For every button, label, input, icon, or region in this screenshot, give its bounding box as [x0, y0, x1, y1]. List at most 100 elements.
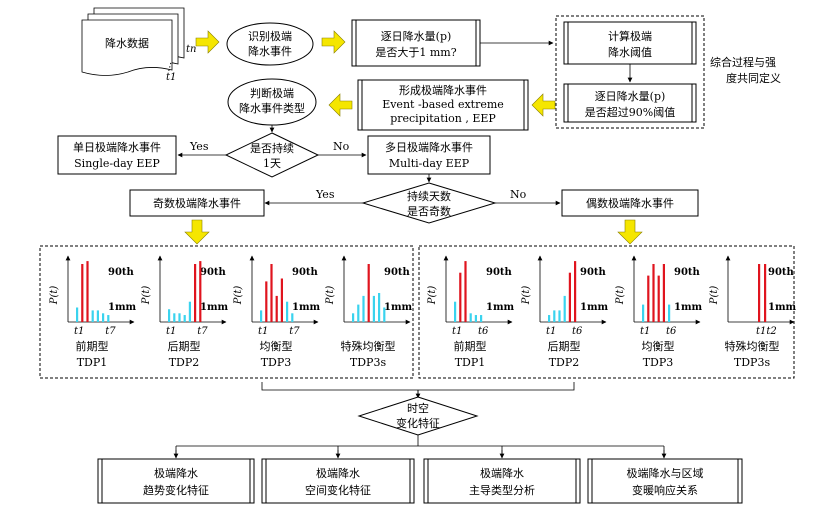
no-label-1: No	[333, 140, 350, 153]
odd-tdp-group	[39, 245, 414, 379]
odd-days-line2: 是否奇数	[407, 205, 451, 218]
panel-ylabel: P(t)	[427, 286, 438, 306]
tdp-bar-cyan	[286, 301, 289, 322]
panel-1mm-label: 1mm	[580, 302, 609, 313]
tdp-bar-cyan	[480, 315, 483, 322]
tdp-bar-cyan	[291, 313, 294, 322]
yes-label-1: Yes	[189, 140, 209, 153]
even-tdp-group	[418, 245, 795, 379]
daily-check-box: 逐日降水量(p) 是否大于1 mm?	[351, 19, 481, 67]
panel-type-cn: 特殊均衡型	[725, 339, 780, 353]
tdp-bar-red	[568, 272, 571, 322]
panel-type-cn: 后期型	[168, 339, 201, 353]
tdp-bar-cyan	[91, 310, 94, 322]
tdp-bar-red	[270, 264, 273, 322]
output-box-dominant: 极端降水 主导类型分析	[423, 458, 581, 504]
yellow-arrow-odd-down	[184, 219, 210, 245]
panel-type-cn: 均衡型	[260, 339, 293, 353]
panel-90th-label: 90th	[768, 267, 795, 278]
tdp-bar-cyan	[372, 295, 375, 322]
persistent-line2: 1天	[263, 157, 281, 170]
panel-1mm-label: 1mm	[486, 302, 515, 313]
panel-tick-end: t6	[478, 326, 489, 337]
panel-type-en: TDP1	[77, 356, 108, 369]
yellow-arrow-even-down	[617, 219, 643, 245]
tdp-bar-cyan	[548, 315, 551, 322]
tdp-bar-red	[265, 281, 268, 322]
tdp-bar-cyan	[96, 310, 99, 322]
panel-type-en: TDP3	[261, 356, 292, 369]
panel-1mm-label: 1mm	[108, 302, 137, 313]
panel-type-en: TDP3s	[734, 356, 771, 369]
compute-threshold-box: 计算极端 降水阈值	[563, 21, 697, 65]
panel-type-en: TDP3s	[350, 356, 387, 369]
panel-tick-start: t1	[258, 326, 268, 337]
tdp-bar-red	[662, 264, 665, 322]
single-day-box	[57, 135, 177, 175]
output-box-trend: 极端降水 趋势变化特征	[97, 458, 255, 504]
panel-tick-end: t7	[105, 326, 116, 337]
panel-tick-end: t7	[197, 326, 208, 337]
identify-events-ellipse	[226, 22, 314, 66]
panel-1mm-label: 1mm	[384, 302, 413, 313]
panel-90th-label: 90th	[384, 267, 411, 278]
compute-threshold-line2: 降水阈值	[608, 45, 652, 59]
odd-days-line1: 持续天数	[407, 189, 451, 203]
combined-definition-line2: 度共同定义	[726, 71, 781, 85]
tdp-bar-red	[758, 264, 761, 322]
panel-1mm-label: 1mm	[768, 302, 797, 313]
spatiotemporal-line2: 变化特征	[396, 416, 440, 430]
precip-data-label: 降水数据	[105, 36, 149, 50]
t-dots-label: ⋮	[164, 62, 174, 73]
judge-type-line1: 判断极端	[250, 86, 294, 100]
out-dominant-line1: 极端降水	[480, 466, 524, 480]
tdp-bar-red	[275, 295, 278, 322]
panel-90th-label: 90th	[292, 267, 319, 278]
yellow-arrow-4	[328, 93, 353, 117]
tdp-bar-red	[86, 261, 89, 322]
tdp-bar-red	[194, 264, 197, 322]
tdp-bar-cyan	[558, 310, 561, 322]
out-trend-line1: 极端降水	[154, 466, 198, 480]
yellow-arrow-3	[531, 93, 556, 117]
tdp-bar-cyan	[183, 315, 186, 322]
panel-tick-start: t1	[640, 326, 650, 337]
panel-ylabel: P(t)	[325, 286, 336, 306]
tdp-bar-red	[367, 264, 370, 322]
single-day-line2: Single-day EEP	[74, 157, 160, 170]
panel-90th-label: 90th	[486, 267, 513, 278]
multi-day-line2: Multi-day EEP	[389, 157, 470, 170]
tdp-bar-red	[657, 275, 660, 322]
out-warming-line2: 变暖响应关系	[632, 483, 698, 497]
out-spatial-line2: 空间变化特征	[305, 483, 371, 497]
panel-1mm-label: 1mm	[674, 302, 703, 313]
tdp-bar-red	[764, 264, 767, 322]
panel-ylabel: P(t)	[49, 286, 60, 306]
tdp-bar-cyan	[168, 309, 171, 322]
form-eep-line3: precipitation , EEP	[390, 112, 496, 125]
identify-events-line1: 识别极端	[248, 29, 292, 43]
even-event-box	[561, 189, 699, 217]
spatiotemporal-line1: 时空	[407, 401, 429, 415]
tdp-bar-red	[280, 278, 283, 322]
panel-ylabel: P(t)	[615, 286, 626, 306]
panel-90th-label: 90th	[108, 267, 135, 278]
judge-type-line2: 降水事件类型	[239, 101, 305, 115]
tdp-bar-cyan	[642, 304, 645, 322]
panel-1mm-label: 1mm	[292, 302, 321, 313]
compute-threshold-line1: 计算极端	[608, 29, 652, 43]
tdp-bar-cyan	[668, 304, 671, 322]
tdp-bar-cyan	[474, 315, 477, 322]
panel-tick-end: t7	[289, 326, 300, 337]
panel-tick-start: t1	[166, 326, 176, 337]
panel-type-cn: 后期型	[548, 339, 581, 353]
panel-tick-start: t1t2	[756, 326, 777, 337]
tdp-bar-cyan	[178, 313, 181, 322]
odd-event-box	[129, 189, 265, 217]
panel-tick-end: t6	[666, 326, 677, 337]
tdp-bar-cyan	[107, 315, 110, 322]
yes-label-2: Yes	[315, 188, 335, 201]
yellow-arrow-2	[321, 30, 346, 54]
panel-tick-end: t6	[572, 326, 583, 337]
